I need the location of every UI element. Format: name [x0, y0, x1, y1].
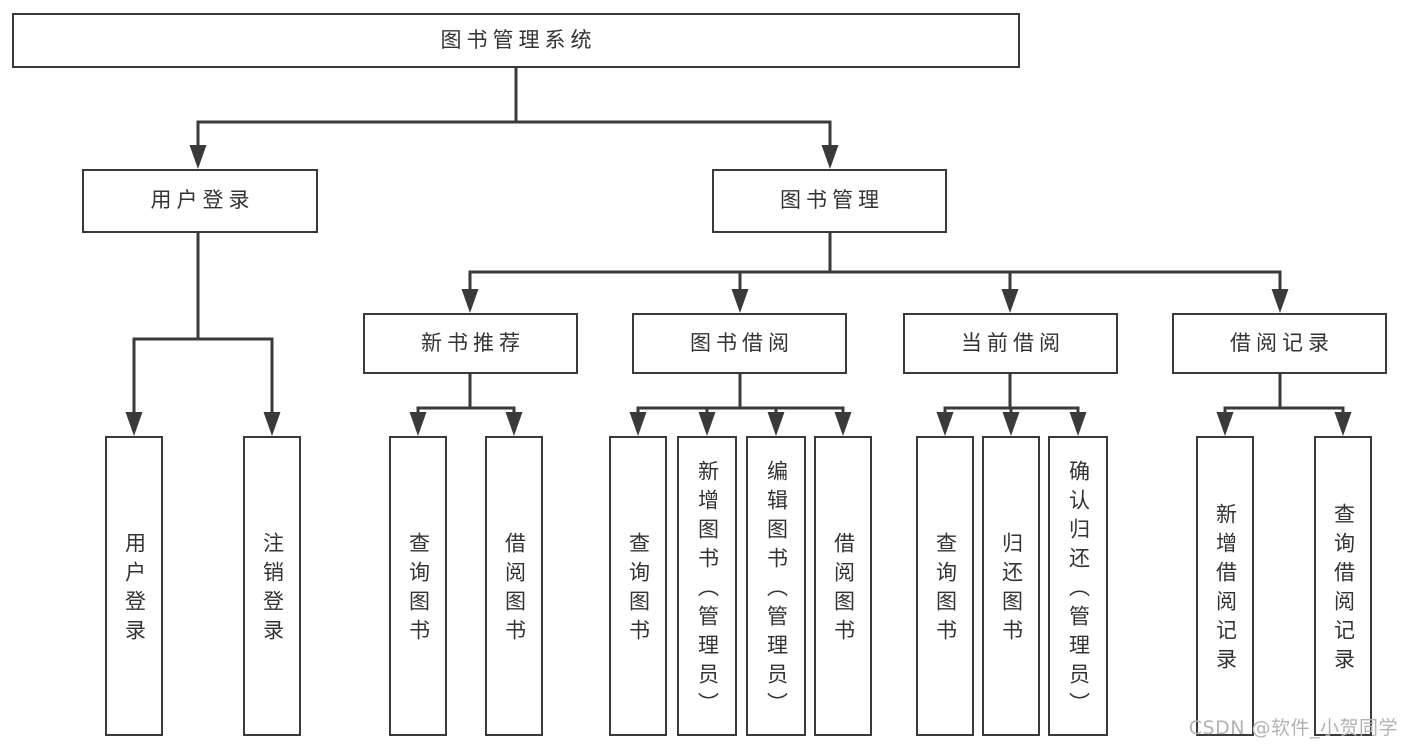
- leaf-logout: 注销登录: [243, 436, 301, 736]
- leaf-recommend-borrow-books: 借阅图书: [485, 436, 543, 736]
- node-label: 借阅图书: [831, 532, 856, 648]
- node-current-borrowing: 当前借阅: [903, 313, 1118, 374]
- node-label: 新书推荐: [421, 330, 525, 355]
- leaf-edit-books-admin: 编辑图书（管理员）: [746, 436, 806, 736]
- leaf-add-books-admin: 新增图书（管理员）: [677, 436, 737, 736]
- node-book-borrowing: 图书借阅: [632, 313, 847, 374]
- leaf-query-borrow-record: 查询借阅记录: [1314, 436, 1372, 736]
- leaf-user-login: 用户登录: [105, 436, 163, 736]
- node-label: 编辑图书（管理员）: [764, 459, 789, 721]
- node-label: 借阅记录: [1230, 330, 1334, 355]
- node-label: 图书管理: [780, 188, 884, 213]
- node-label: 图书管理系统: [440, 27, 597, 52]
- node-label: 查询图书: [626, 532, 651, 648]
- leaf-confirm-return-admin: 确认归还（管理员）: [1048, 436, 1108, 736]
- node-label: 注销登录: [260, 532, 285, 648]
- node-label: 新增图书（管理员）: [695, 459, 720, 721]
- node-label: 查询图书: [406, 532, 431, 648]
- node-book-management: 图书管理: [712, 169, 947, 233]
- node-label: 归还图书: [999, 532, 1024, 648]
- node-borrowing-records: 借阅记录: [1172, 313, 1387, 374]
- node-label: 当前借阅: [961, 330, 1065, 355]
- node-label: 确认归还（管理员）: [1066, 459, 1091, 721]
- node-label: 查询借阅记录: [1331, 503, 1356, 677]
- node-label: 借阅图书: [502, 532, 527, 648]
- node-user-login: 用户登录: [82, 169, 318, 233]
- leaf-borrowing-borrow-books: 借阅图书: [814, 436, 872, 736]
- node-label: 查询图书: [933, 532, 958, 648]
- leaf-recommend-query-books: 查询图书: [389, 436, 447, 736]
- leaf-return-books: 归还图书: [982, 436, 1040, 736]
- leaf-borrowing-query-books: 查询图书: [609, 436, 667, 736]
- node-label: 新增借阅记录: [1213, 503, 1238, 677]
- csdn-watermark: CSDN @软件_小贺同学: [1188, 717, 1398, 739]
- node-label: 用户登录: [150, 188, 255, 213]
- node-library-management-system: 图书管理系统: [12, 13, 1020, 68]
- leaf-add-borrow-record: 新增借阅记录: [1196, 436, 1254, 736]
- leaf-current-query-books: 查询图书: [916, 436, 974, 736]
- node-label: 图书借阅: [690, 330, 794, 355]
- node-new-book-recommend: 新书推荐: [363, 313, 578, 374]
- node-label: 用户登录: [122, 532, 147, 648]
